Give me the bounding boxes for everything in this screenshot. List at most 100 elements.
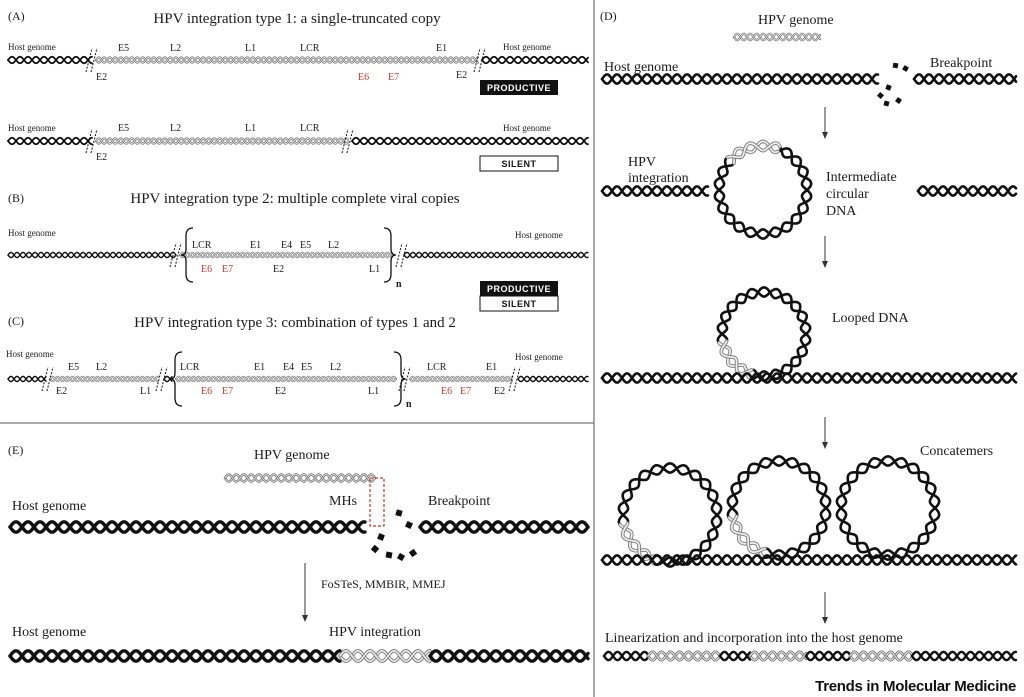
gene-label-lcr: LCR xyxy=(300,43,320,54)
host-dna xyxy=(910,650,1018,662)
gene-label-e2: E2 xyxy=(273,264,284,275)
break-mark xyxy=(513,366,521,392)
intermediate-circle-viral-fill xyxy=(726,142,781,159)
gene-label-l2: L2 xyxy=(170,43,181,54)
breakpoint-fragment xyxy=(405,521,413,529)
concatemer-circle-viral-fill xyxy=(728,516,764,558)
gene-label-lcr: LCR xyxy=(180,362,200,373)
break-mark xyxy=(395,242,403,268)
host-dna xyxy=(7,55,93,65)
host-dna xyxy=(7,251,177,259)
panel-e-host-genome-2: Host genome xyxy=(12,625,86,640)
concatemer-circle-viral-fill xyxy=(621,522,657,561)
intermediate-circle-host xyxy=(713,147,813,239)
intermediate-circle-host xyxy=(713,145,813,240)
host-dna xyxy=(718,650,752,662)
breakpoint-fragment xyxy=(902,65,909,72)
gene-label-l1: L1 xyxy=(245,123,256,134)
gene-label-e6: E6 xyxy=(201,264,212,275)
panel-a-row2-host-left: Host genome xyxy=(8,123,56,133)
gene-label-e5: E5 xyxy=(68,362,79,373)
gene-label-l1: L1 xyxy=(368,386,379,397)
host-dna xyxy=(912,73,1018,85)
panel-e-label: (E) xyxy=(8,443,23,457)
gene-label-e4: E4 xyxy=(283,362,294,373)
gene-label-e1: E1 xyxy=(436,43,447,54)
viral-dna-fill xyxy=(849,651,913,661)
break-mark xyxy=(473,47,481,73)
gene-label-e7: E7 xyxy=(388,72,399,83)
silent-badge xyxy=(479,295,559,312)
gene-label-e7: E7 xyxy=(460,386,471,397)
panel-a-row1-host-right: Host genome xyxy=(503,42,551,52)
panel-d-intermediate-line3: DNA xyxy=(826,204,857,219)
copy-brace-right xyxy=(393,351,406,407)
panel-d-host-genome: Host genome xyxy=(604,60,678,75)
looped-circle-viral-fill xyxy=(718,341,750,379)
gene-label-e6: E6 xyxy=(358,72,369,83)
break-mark xyxy=(174,242,182,268)
viral-dna-fill xyxy=(749,651,807,661)
viral-dna-fill xyxy=(175,376,397,382)
gene-label-e1: E1 xyxy=(254,362,265,373)
breakpoint-fragment xyxy=(892,62,899,69)
break-mark xyxy=(41,366,49,392)
panel-e-mechanisms: FoSTeS, MMBIR, MMEJ xyxy=(321,577,446,591)
gene-label-e2: E2 xyxy=(96,72,107,83)
panel-b-host-left: Host genome xyxy=(8,228,56,238)
breakpoint-fragment xyxy=(395,509,403,517)
host-dna xyxy=(7,55,93,65)
break-mark xyxy=(398,366,406,392)
host-dna xyxy=(600,554,1018,566)
gene-label-e1: E1 xyxy=(250,240,261,251)
viral-dna-fill xyxy=(409,376,513,382)
break-mark xyxy=(90,47,98,73)
panel-d-breakpoint: Breakpoint xyxy=(930,56,992,71)
break-mark xyxy=(85,47,93,73)
breakpoint-fragment xyxy=(408,548,418,558)
break-mark xyxy=(160,366,168,392)
host-dna xyxy=(600,372,1018,384)
gene-label-l2: L2 xyxy=(96,362,107,373)
break-mark xyxy=(85,128,93,154)
concatemer-circle-host xyxy=(726,455,832,559)
break-mark xyxy=(478,47,486,73)
viral-dna-fill xyxy=(733,33,821,41)
concatemer-circle-host xyxy=(726,457,832,561)
panel-d-hpv-integration-line2: integration xyxy=(628,171,689,186)
break-mark xyxy=(90,128,98,154)
productive-badge-label: PRODUCTIVE xyxy=(487,83,551,93)
breakpoint-fragment xyxy=(377,533,385,541)
host-dna xyxy=(163,376,173,383)
gene-label-l2: L2 xyxy=(170,123,181,134)
breakpoint-fragment xyxy=(385,551,393,559)
breakpoint-fragment xyxy=(895,97,902,104)
concatemer-circle-host xyxy=(835,457,941,561)
viral-dna-fill xyxy=(49,376,159,382)
host-dna xyxy=(517,375,589,383)
host-dna xyxy=(7,375,47,383)
gene-label-e5: E5 xyxy=(118,123,129,134)
host-dna xyxy=(428,649,590,663)
break-mark xyxy=(346,128,354,154)
viral-dna-fill xyxy=(339,649,431,663)
panel-c-host-right: Host genome xyxy=(515,352,563,362)
panel-e-mhs: MHs xyxy=(329,494,357,509)
productive-badge xyxy=(480,281,558,296)
panel-d-label: (D) xyxy=(600,9,617,23)
copy-brace-left xyxy=(170,351,183,407)
viral-dna-fill xyxy=(95,56,479,64)
panel-a-row1-host-left: Host genome xyxy=(8,42,56,52)
panel-d-hpv-genome: HPV genome xyxy=(758,13,834,28)
gene-label-e5: E5 xyxy=(118,43,129,54)
panel-a-title: HPV integration type 1: a single-truncat… xyxy=(153,11,441,27)
panel-c-label: (C) xyxy=(8,314,24,328)
panel-b-label: (B) xyxy=(8,191,24,205)
viral-dna-fill xyxy=(179,252,393,258)
copy-count-n: n xyxy=(406,399,412,410)
host-dna xyxy=(481,55,589,65)
panel-d-hpv-integration-line1: HPV xyxy=(628,155,656,170)
break-mark xyxy=(341,128,349,154)
host-dna xyxy=(718,650,752,662)
